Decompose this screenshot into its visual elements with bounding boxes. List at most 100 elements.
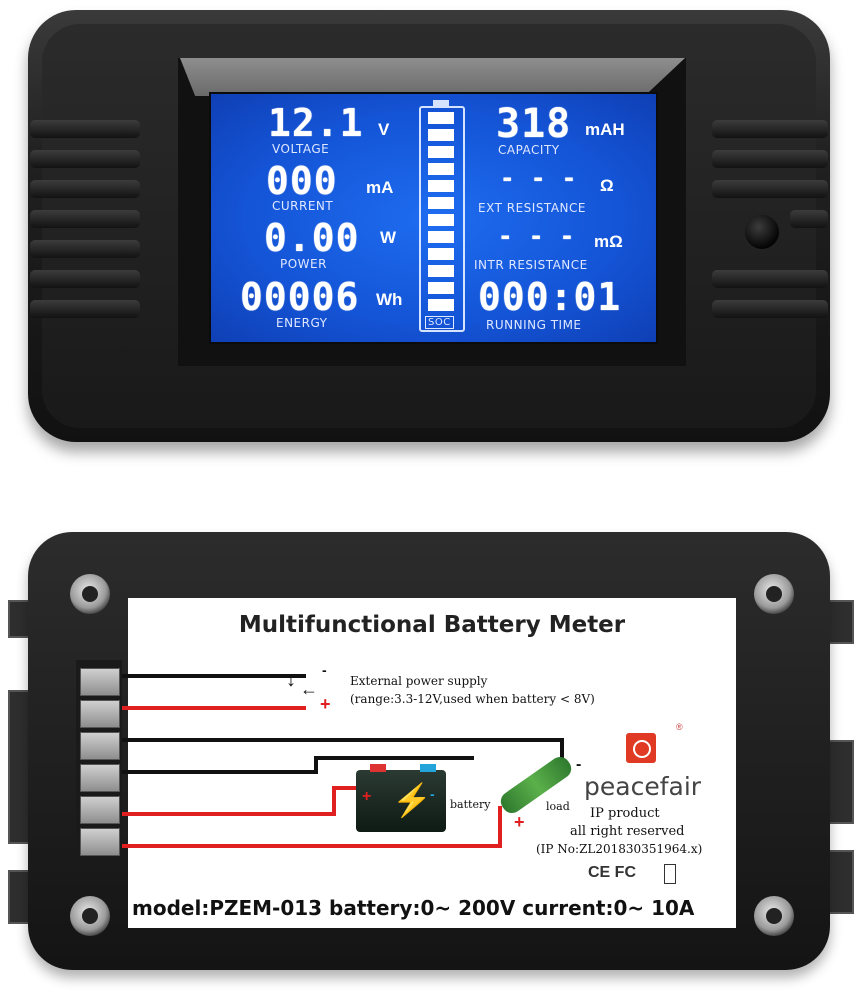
soc-bar: [428, 163, 454, 175]
wire-black: [560, 738, 564, 764]
load-label: load: [546, 800, 570, 813]
housing-rib: [790, 210, 828, 228]
housing-rib: [30, 120, 140, 138]
terminal-slot[interactable]: [80, 668, 120, 696]
meter-button[interactable]: [742, 212, 782, 252]
ext-resistance-label: EXT RESISTANCE: [478, 201, 586, 215]
battery-icon: [356, 770, 446, 832]
soc-bar: [428, 248, 454, 260]
logo-ring-icon: [633, 740, 651, 758]
wire-red: [498, 806, 502, 848]
weee-icon: [664, 864, 676, 884]
soc-gauge: [419, 106, 465, 332]
soc-bar: [428, 231, 454, 243]
housing-rib: [712, 300, 828, 318]
running-time-value: 000:01: [478, 275, 622, 319]
battery-minus: -: [430, 786, 435, 802]
wiring-label: [128, 598, 736, 928]
voltage-unit: V: [378, 120, 390, 139]
housing-clip: [826, 740, 854, 824]
housing-rib: [30, 270, 140, 288]
screw-icon: [70, 896, 110, 936]
wire-black: [314, 756, 318, 774]
power-label: POWER: [280, 257, 327, 271]
terminal-slot[interactable]: [80, 764, 120, 792]
intr-resistance-value: - - -: [498, 222, 576, 250]
housing-clip: [826, 600, 854, 644]
ext-resistance-unit: Ω: [600, 176, 614, 195]
ext-supply-range: (range:3.3-12V,used when battery < 8V): [350, 692, 595, 706]
housing-rib: [30, 210, 140, 228]
soc-bar: [428, 299, 454, 311]
energy-value: 00006: [240, 275, 360, 319]
soc-bar: [428, 197, 454, 209]
battery-plus: +: [362, 788, 372, 805]
current-value: 000: [266, 159, 338, 203]
current-unit: mA: [366, 178, 394, 197]
screw-icon: [754, 896, 794, 936]
energy-unit: Wh: [376, 290, 403, 309]
terminal-slot[interactable]: [80, 732, 120, 760]
running-time-label: RUNNING TIME: [486, 318, 582, 332]
load-plus: +: [514, 812, 525, 832]
screw-icon: [70, 574, 110, 614]
certification-marks: CE FC: [588, 864, 636, 881]
ip-product: IP product: [590, 806, 660, 821]
load-minus: -: [576, 756, 582, 773]
battery-label: battery: [450, 798, 491, 811]
battery-terminal-icon: [370, 764, 386, 772]
energy-label: ENERGY: [276, 316, 328, 330]
housing-rib: [30, 240, 140, 258]
screw-icon: [754, 574, 794, 614]
soc-gauge-cap: [433, 100, 449, 106]
housing-rib: [30, 300, 140, 318]
current-label: CURRENT: [272, 199, 334, 213]
housing-rib: [712, 270, 828, 288]
soc-label: SOC: [425, 316, 454, 329]
registered-mark: ®: [676, 722, 683, 732]
capacity-label: CAPACITY: [498, 143, 560, 157]
housing-rib: [30, 150, 140, 168]
supply-minus: -: [322, 662, 327, 678]
soc-bar: [428, 180, 454, 192]
housing-rib: [30, 180, 140, 198]
wire-black: [122, 738, 564, 742]
model-spec: model:PZEM-013 battery:0~ 200V current:0…: [132, 896, 695, 920]
soc-bar: [428, 112, 454, 124]
housing-rib: [712, 180, 828, 198]
wire-red: [332, 786, 336, 816]
wire-black: [314, 756, 474, 760]
brand-name: peacefair: [584, 772, 702, 801]
voltage-value: 12.1: [268, 101, 364, 145]
capacity-unit: mAH: [585, 120, 625, 139]
capacity-value: 318: [496, 101, 572, 147]
wire-red: [332, 786, 362, 790]
wire-red: [122, 844, 502, 848]
soc-bar: [428, 265, 454, 277]
wire-red: [122, 706, 306, 710]
wire-red: [122, 812, 336, 816]
lightning-icon: ⚡: [392, 782, 432, 818]
housing-rib: [712, 120, 828, 138]
terminal-slot[interactable]: [80, 796, 120, 824]
housing-rib: [712, 150, 828, 168]
arrow-left-icon: ←: [300, 679, 318, 699]
voltage-label: VOLTAGE: [272, 142, 330, 156]
power-value: 0.00: [264, 216, 360, 260]
wire-black: [122, 674, 306, 678]
terminal-slot[interactable]: [80, 828, 120, 856]
ext-supply-text: External power supply: [350, 674, 488, 688]
rights-text: all right reserved: [570, 824, 685, 839]
terminal-slot[interactable]: [80, 700, 120, 728]
wire-black: [122, 770, 318, 774]
soc-bar: [428, 214, 454, 226]
power-unit: W: [380, 228, 397, 247]
intr-resistance-unit: mΩ: [594, 232, 623, 251]
soc-bar: [428, 129, 454, 141]
intr-resistance-label: INTR RESISTANCE: [474, 258, 588, 272]
ip-number: (IP No:ZL201830351964.x): [536, 842, 703, 856]
label-title: Multifunctional Battery Meter: [238, 612, 626, 638]
supply-plus: +: [320, 694, 331, 714]
ext-resistance-value: - - -: [500, 164, 578, 192]
lcd-bezel-highlight: [180, 58, 685, 96]
